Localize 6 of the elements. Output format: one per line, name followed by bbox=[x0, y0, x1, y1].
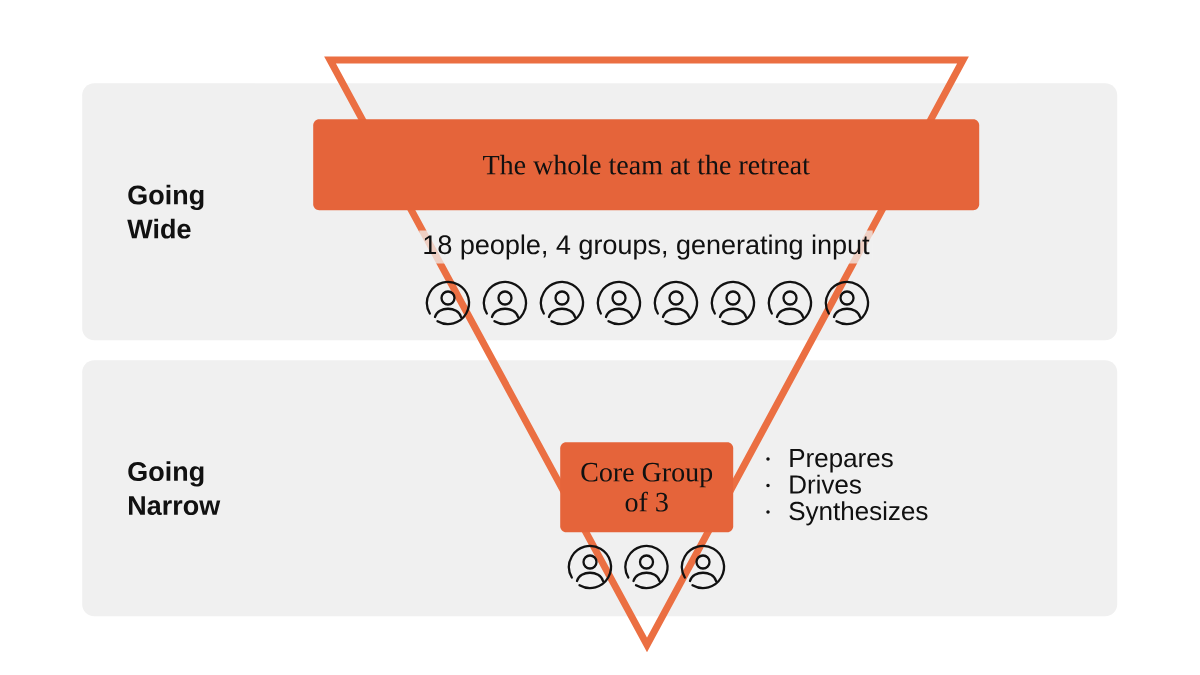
list-item: Prepares bbox=[790, 449, 893, 473]
text-box: The whole team at the retreat bbox=[313, 119, 980, 211]
text-box: Core Group of 3 bbox=[560, 442, 734, 533]
list-item: Synthesizes bbox=[789, 501, 928, 526]
description-text: 18 people, 4 groups, generating input bbox=[419, 230, 873, 264]
list-item: Drives bbox=[790, 474, 861, 494]
